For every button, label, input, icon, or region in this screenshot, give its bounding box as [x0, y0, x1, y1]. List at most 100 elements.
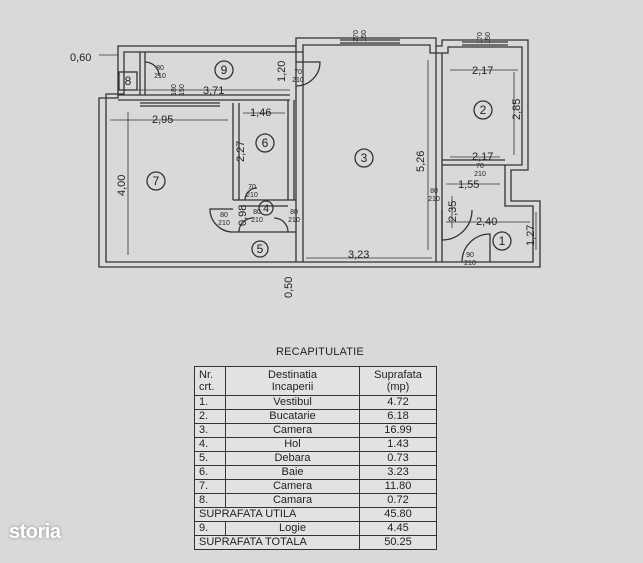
room-circle-9	[214, 60, 234, 80]
door2-w: 70	[476, 163, 484, 170]
row-sup: 6.18	[359, 409, 437, 424]
door-room7	[209, 208, 234, 233]
window-label-270: 270	[353, 30, 360, 42]
room-circle-7	[146, 171, 166, 191]
row-nr: 4.	[194, 437, 226, 452]
window-label-150b: 150	[485, 32, 492, 44]
dim-vest-2: 2,40	[476, 216, 497, 228]
room-circle-4	[258, 200, 274, 216]
door-bath	[244, 187, 258, 201]
room-number-1: 1	[499, 234, 506, 248]
wall-room3-left	[295, 46, 304, 262]
door-room3	[441, 209, 473, 241]
table-row: 1. Vestibul 4.72	[194, 395, 437, 410]
header-dest-2: Incaperii	[271, 381, 314, 393]
dim-bottom-door: 0,50	[283, 277, 295, 298]
row-sup: 11.80	[359, 479, 437, 494]
storia-watermark: storia	[9, 521, 61, 543]
row-dest: Bucatarie	[225, 409, 360, 424]
header-dest-1: Destinatia	[268, 369, 317, 381]
row-dest: Camara	[225, 493, 360, 508]
room-circle-2	[473, 100, 493, 120]
table-row: 3. Camera 16.99	[194, 423, 437, 438]
door9-h: 210	[292, 77, 304, 84]
room-number-4: 4	[263, 203, 269, 215]
row-dest: Debara	[225, 451, 360, 466]
recap-title: RECAPITULATIE	[276, 346, 364, 358]
header-nr-1: Nr.	[199, 369, 214, 381]
room-number-6: 6	[262, 136, 269, 150]
window-room7	[140, 102, 220, 107]
dim-kitchen-w: 3,71	[203, 85, 224, 97]
dim-vest-1: 1,55	[458, 179, 479, 191]
row-nr: 6.	[194, 465, 226, 480]
row-dest: Vestibul	[225, 395, 360, 410]
dim-room7-w: 2,95	[152, 114, 173, 126]
row-sup: 3.23	[359, 465, 437, 480]
row-nr: 2.	[194, 409, 226, 424]
room-circle-6	[255, 133, 275, 153]
door5-w: 80	[253, 209, 261, 216]
util-value: 45.80	[359, 507, 437, 522]
row-sup: 1.43	[359, 437, 437, 452]
window-label-180: 180	[171, 84, 178, 96]
door7-w: 80	[220, 212, 228, 219]
door2-h: 210	[474, 171, 486, 178]
inner-wall-line	[105, 44, 534, 263]
totala-value: 50.25	[359, 535, 437, 550]
wall-bath-right	[287, 100, 295, 200]
door1-w: 90	[466, 252, 474, 259]
row-sup: 0.72	[359, 493, 437, 508]
dim-room2-w-bot: 2,17	[472, 151, 493, 163]
row-nr: 8.	[194, 493, 226, 508]
window-room3	[340, 39, 400, 44]
logie-nr: 9.	[194, 521, 226, 536]
dim-top-left: 0,60	[70, 52, 91, 64]
dim-hol-h: 0,98	[237, 205, 249, 226]
row-nr: 7.	[194, 479, 226, 494]
table-row: 2. Bucatarie 6.18	[194, 409, 437, 424]
door1-h: 210	[464, 260, 476, 267]
window-label-150c: 150	[179, 84, 186, 96]
header-destinatia: Destinatia Incaperii	[225, 366, 360, 396]
table-row: 6. Baie 3.23	[194, 465, 437, 480]
dim-bath-h: 2,27	[235, 141, 247, 162]
wall-closet-8	[139, 52, 146, 95]
floor-plan: 0,60 1,20 3,71 2,95 4,00 1,46 2,27 0,98 …	[70, 30, 541, 298]
door-hol	[238, 217, 289, 233]
door7-h: 210	[218, 220, 230, 227]
window-label-170: 170	[477, 32, 484, 44]
door4-w: 70	[248, 184, 256, 191]
room-circle-5	[251, 240, 269, 258]
logie-dest: Logie	[225, 521, 360, 536]
row-nr: 5.	[194, 451, 226, 466]
dim-room2-h: 2,85	[511, 99, 523, 120]
wall-hol	[233, 199, 296, 233]
wall-loggia	[118, 94, 290, 101]
room-number-5: 5	[257, 242, 264, 256]
door8-h: 210	[154, 73, 166, 80]
row-suprafata-utila: SUPRAFATA UTILA 45.80	[194, 507, 437, 522]
door5b-w: 80	[290, 209, 298, 216]
wall-room3-right	[435, 46, 443, 262]
room-number-3: 3	[361, 151, 368, 165]
door3-w: 80	[430, 188, 438, 195]
recap-table: Nr. crt. Destinatia Incaperii Suprafata …	[194, 366, 437, 550]
door-kitchen	[295, 61, 321, 87]
wall-room7-bath	[232, 103, 240, 200]
room-circle-3	[354, 148, 374, 168]
row-nr: 1.	[194, 395, 226, 410]
dim-bath-w: 1,46	[250, 107, 271, 119]
row-dest: Camera	[225, 479, 360, 494]
row-dest: Baie	[225, 465, 360, 480]
table-row: 7. Camera 11.80	[194, 479, 437, 494]
room-number-8: 8	[125, 74, 132, 88]
table-row: 5. Debara 0.73	[194, 451, 437, 466]
header-sup-1: Suprafata	[374, 369, 422, 381]
table-row: 4. Hol 1.43	[194, 437, 437, 452]
door-entrance	[461, 233, 491, 263]
dim-room2-w-top: 2,17	[472, 65, 493, 77]
header-nr-2: crt.	[199, 381, 215, 393]
dim-top-1: 1,20	[276, 61, 288, 82]
door3-h: 210	[428, 196, 440, 203]
